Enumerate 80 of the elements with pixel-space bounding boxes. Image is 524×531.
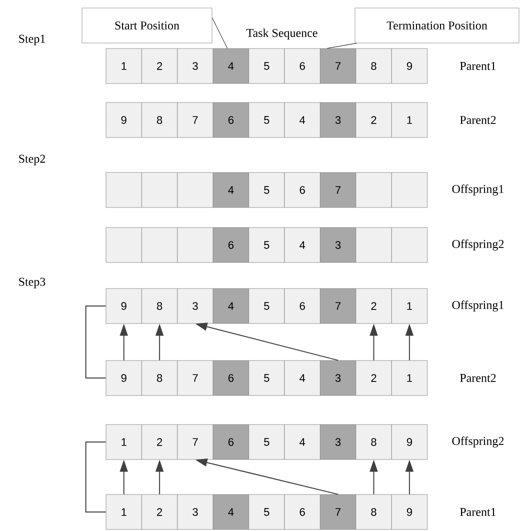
callout-box: Termination Position xyxy=(354,8,520,44)
row-label: Offspring1 xyxy=(452,184,504,196)
sequence-cell: 5 xyxy=(248,288,285,324)
sequence-cell: 8 xyxy=(356,424,392,460)
sequence-cell: 7 xyxy=(320,288,356,324)
sequence-cell: 2 xyxy=(356,288,392,324)
step-label: Step3 xyxy=(19,278,46,288)
sequence-cell: 5 xyxy=(248,227,285,263)
row-label: Parent1 xyxy=(460,508,496,516)
sequence-cell: 6 xyxy=(212,360,249,396)
sequence-cell: 5 xyxy=(248,172,285,208)
sequence-cell: 6 xyxy=(284,48,320,84)
sequence-cell: 5 xyxy=(248,494,285,530)
sequence-cell: 3 xyxy=(320,102,356,138)
step-label: Step2 xyxy=(19,154,45,166)
bracket-line xyxy=(85,442,106,512)
sequence-cell: 5 xyxy=(248,48,285,84)
sequence-cell: 9 xyxy=(391,424,428,460)
sequence-cell: 9 xyxy=(391,48,428,84)
sequence-cell: 6 xyxy=(212,227,249,263)
sequence-cell: 3 xyxy=(177,48,214,84)
sequence-cell: 6 xyxy=(284,172,320,208)
sequence-cell: 1 xyxy=(391,288,428,324)
row-label: Parent1 xyxy=(460,62,496,70)
sequence-cell: 4 xyxy=(284,424,320,460)
sequence-cell: 6 xyxy=(284,494,320,530)
sequence-cell: 7 xyxy=(320,172,356,208)
sequence-cell: 1 xyxy=(391,102,428,138)
step-label: Step1 xyxy=(19,34,45,46)
leader-line xyxy=(212,18,228,49)
sequence-cell: 1 xyxy=(391,360,428,396)
sequence-cell: 5 xyxy=(248,102,285,138)
sequence-cell: 4 xyxy=(212,494,249,530)
sequence-cell: 4 xyxy=(212,172,249,208)
sequence-cell: 7 xyxy=(177,102,214,138)
sequence-cell: 2 xyxy=(142,494,178,530)
callout-box: Start Position xyxy=(82,8,212,44)
sequence-cell: 4 xyxy=(284,102,320,138)
sequence-cell: 3 xyxy=(320,360,356,396)
sequence-cell: 6 xyxy=(212,424,249,460)
sequence-cell: 8 xyxy=(356,48,392,84)
row-label: Parent2 xyxy=(460,374,496,382)
sequence-cell: 7 xyxy=(320,494,356,530)
sequence-cell: 4 xyxy=(284,227,320,263)
sequence-cell: 7 xyxy=(177,360,214,396)
sequence-cell: 6 xyxy=(284,288,320,324)
sequence-cell: 4 xyxy=(212,288,249,324)
sequence-cell: 1 xyxy=(106,494,142,530)
sequence-cell: 3 xyxy=(177,494,214,530)
sequence-cell: 5 xyxy=(248,424,285,460)
sequence-cell: 3 xyxy=(320,227,356,263)
sequence-cell: 3 xyxy=(177,288,214,324)
sequence-cell: 1 xyxy=(106,48,142,84)
leader-line xyxy=(326,42,358,49)
sequence-cell: 8 xyxy=(142,360,178,396)
sequence-cell: 1 xyxy=(106,424,142,460)
sequence-cell: 7 xyxy=(320,48,356,84)
bracket-line xyxy=(85,306,106,378)
sequence-cell: 2 xyxy=(142,48,178,84)
sequence-cell: 5 xyxy=(248,360,285,396)
sequence-cell: 9 xyxy=(106,288,142,324)
title-label: Task Sequence xyxy=(246,28,318,40)
row-label: Offspring2 xyxy=(452,436,504,448)
sequence-cell: 8 xyxy=(356,494,392,530)
sequence-cell: 9 xyxy=(106,360,142,396)
sequence-cell: 2 xyxy=(356,360,392,396)
row-label: Parent2 xyxy=(460,116,496,124)
sequence-cell: 9 xyxy=(391,494,428,530)
sequence-cell: 9 xyxy=(106,102,142,138)
row-label: Offspring1 xyxy=(452,300,504,312)
sequence-cell: 7 xyxy=(177,424,214,460)
sequence-cell: 4 xyxy=(212,48,249,84)
sequence-cell: 2 xyxy=(142,424,178,460)
row-label: Offspring2 xyxy=(452,239,504,251)
sequence-cell: 6 xyxy=(212,102,249,138)
sequence-cell: 3 xyxy=(320,424,356,460)
sequence-cell: 2 xyxy=(356,102,392,138)
sequence-cell: 4 xyxy=(284,360,320,396)
sequence-cell: 8 xyxy=(142,102,178,138)
sequence-cell: 8 xyxy=(142,288,178,324)
